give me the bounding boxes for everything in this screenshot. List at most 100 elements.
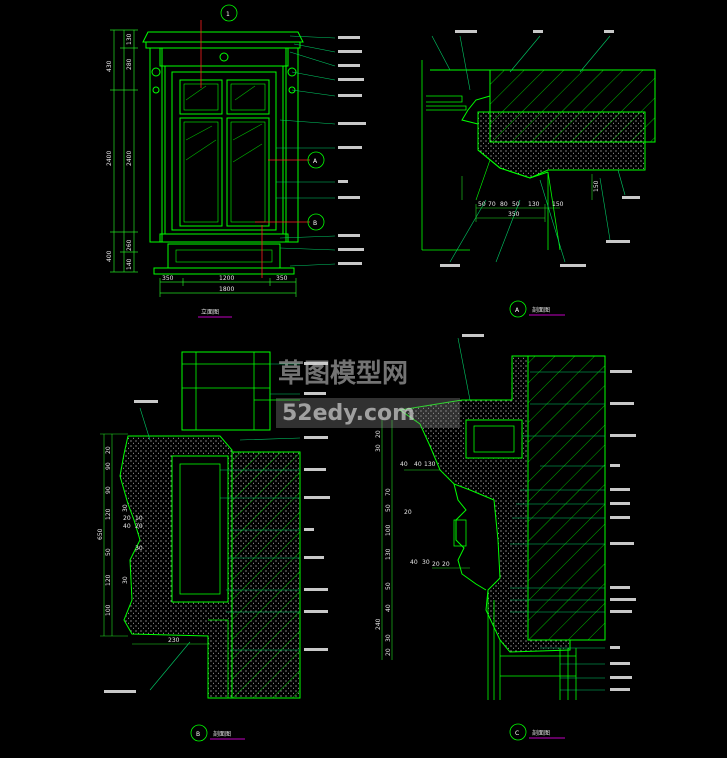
base-plinth — [153, 267, 295, 275]
front-caption: 立面图 — [201, 308, 219, 316]
window-sill — [159, 233, 289, 243]
section-a-dim-80: 80 — [500, 201, 508, 208]
section-c-dim-40: 40 — [400, 461, 408, 468]
marker-c-circle — [509, 723, 527, 741]
section-c-caption: 剖面图 — [532, 729, 550, 737]
section-c-dim-30b: 30 — [422, 559, 430, 566]
section-b-dim-30c: 30 — [122, 576, 129, 584]
section-a-dim-50b: 50 — [512, 201, 520, 208]
marker-a: A — [515, 307, 520, 314]
frieze — [159, 47, 289, 67]
section-c-dim-40b: 40 — [414, 461, 422, 468]
front-axis-lines — [200, 20, 310, 278]
section-c-dim-130b: 130 — [385, 548, 392, 560]
front-note-bars — [338, 36, 366, 265]
section-b-wall-hatch — [231, 451, 301, 699]
window-frame — [171, 71, 277, 231]
front-markers — [220, 4, 325, 231]
pilaster-rosette-left — [151, 67, 161, 77]
front-dim-130: 130 — [126, 33, 133, 45]
front-dim-260: 260 — [126, 239, 133, 251]
section-b-dim-20b: 20 — [123, 515, 131, 522]
front-dim-280: 280 — [126, 58, 133, 70]
section-c-dim-240: 240 — [375, 618, 382, 630]
section-c-render — [398, 355, 571, 653]
section-c-dim-20d: 20 — [442, 561, 450, 568]
section-c-dim-50b: 50 — [385, 582, 392, 590]
marker-a-front: A — [313, 158, 318, 165]
watermark-line2: 52edy.com — [282, 401, 415, 426]
sill-panel — [167, 243, 281, 269]
section-c-dim-100: 100 — [385, 524, 392, 536]
front-dimension-lines — [110, 29, 297, 297]
section-c-dim-20c: 20 — [432, 561, 440, 568]
watermark-line1: 草图模型网 — [278, 359, 408, 389]
section-b-dim-50: 50 — [105, 548, 112, 556]
section-b-dim-20: 20 — [105, 446, 112, 454]
marker-1: 1 — [226, 11, 230, 18]
section-c-profile — [453, 483, 487, 591]
section-a: 50 70 80 50 130 350 150 150 — [421, 30, 656, 267]
section-b-dim-650: 650 — [97, 528, 104, 540]
section-b-caption: 剖面图 — [213, 730, 231, 738]
section-a-render — [477, 111, 646, 179]
pilaster-rosette-right-2 — [288, 86, 296, 94]
section-b-dim-10: 10 — [135, 515, 143, 522]
section-a-dim-150: 150 — [552, 201, 564, 208]
front-dim-1800: 1800 — [219, 286, 234, 293]
section-b-window-frame — [181, 351, 271, 431]
front-dim-2400-b: 2400 — [126, 151, 133, 166]
front-dim-350-right: 350 — [276, 275, 288, 282]
sash-left — [179, 117, 223, 227]
front-dim-350-left: 350 — [162, 275, 174, 282]
section-c-dim-130: 130 — [424, 461, 436, 468]
front-elevation — [142, 31, 304, 275]
marker-b-circle — [190, 724, 208, 742]
section-c-dim-30: 30 — [375, 444, 382, 452]
section-a-dim-350: 350 — [508, 211, 520, 218]
section-b-dim-20c: 20 — [135, 523, 143, 530]
pilaster-rosette-left-2 — [152, 86, 160, 94]
marker-b: B — [196, 731, 200, 738]
section-c-dim-20b: 20 — [404, 509, 412, 516]
section-c-dim-50: 50 — [385, 504, 392, 512]
cornice-band — [145, 41, 301, 49]
front-dim-140: 140 — [126, 258, 133, 270]
marker-a-circle — [509, 300, 527, 318]
front-dim-1200: 1200 — [219, 275, 234, 282]
section-c-dim-40d: 40 — [385, 604, 392, 612]
transom-right — [226, 79, 270, 115]
section-c-dim-70: 70 — [385, 488, 392, 496]
cornice — [142, 31, 304, 43]
section-a-dim-130: 130 — [528, 201, 540, 208]
section-c-dim-30c: 30 — [385, 634, 392, 642]
watermark-box — [276, 398, 460, 428]
section-c-dim-40c: 40 — [410, 559, 418, 566]
front-dim-430: 430 — [106, 60, 113, 72]
front-dim-400: 400 — [106, 250, 113, 262]
section-b-dim-120: 120 — [105, 508, 112, 520]
front-dim-2400-a: 2400 — [106, 151, 113, 166]
section-b-dim-30b: 30 — [135, 545, 143, 552]
section-c: 20 30 40 40 130 70 50 20 100 130 40 30 5… — [375, 334, 636, 700]
section-b-dim-90a: 90 — [105, 462, 112, 470]
section-c-dim-20e: 20 — [385, 648, 392, 656]
section-b-dim-40: 40 — [123, 523, 131, 530]
pilaster-right — [285, 47, 299, 243]
pilaster-left — [149, 47, 163, 243]
section-b-dim-230: 230 — [168, 637, 180, 644]
section-b-dim-100: 100 — [105, 604, 112, 616]
section-b-dim-120b: 120 — [105, 574, 112, 586]
section-a-dim-70: 70 — [488, 201, 496, 208]
section-a-caption: 剖面图 — [532, 306, 550, 314]
section-b-dim-90b: 90 — [105, 486, 112, 494]
marker-c: C — [515, 730, 519, 737]
section-b-dim-30: 30 — [122, 504, 129, 512]
section-a-cornice-profile — [430, 69, 549, 179]
section-c-dim-20: 20 — [375, 430, 382, 438]
section-c-wall-hatch — [527, 355, 606, 641]
marker-b-front: B — [313, 220, 317, 227]
section-b: 20 90 90 120 30 20 10 40 20 30 50 120 30… — [97, 351, 330, 699]
sash-right — [226, 117, 270, 227]
